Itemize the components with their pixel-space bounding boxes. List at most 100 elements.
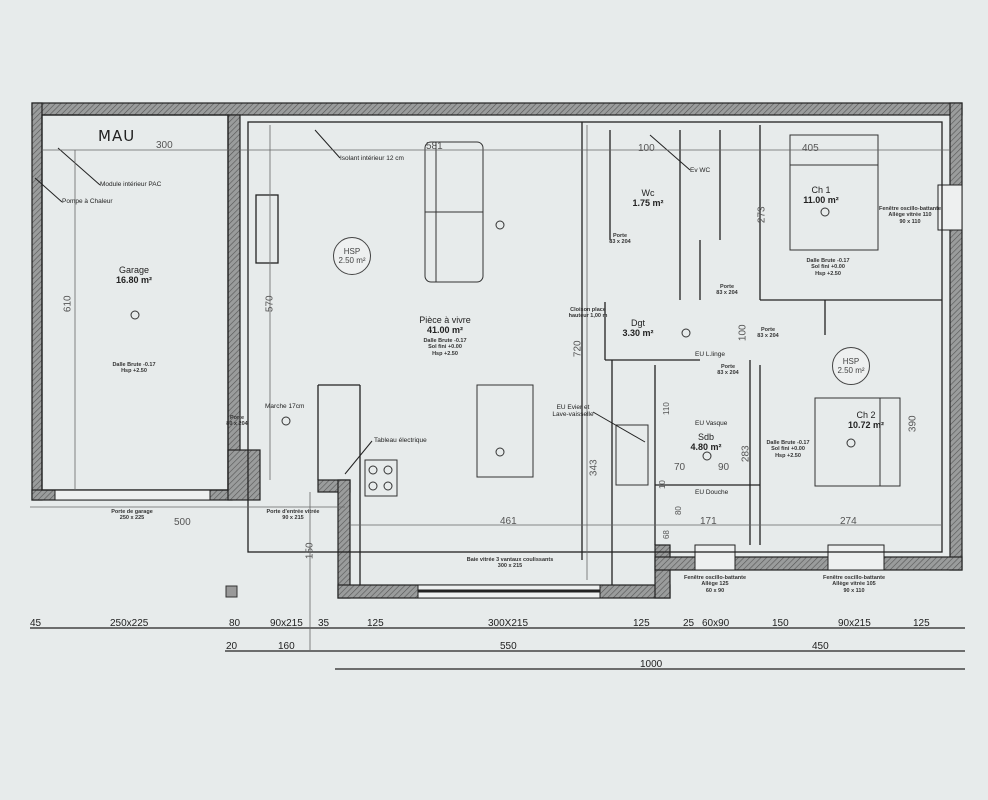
hsp-label: HSP [842, 357, 860, 366]
room-name: Ch 1 [811, 185, 831, 195]
dim-150: 150 [304, 542, 316, 560]
hsp-value: 2.50 m² [338, 256, 366, 265]
note: Sol fini +0.00 [771, 446, 805, 453]
room-area: 41.00 m² [426, 325, 464, 336]
dim-ch2-390: 390 [907, 415, 919, 433]
dim-value: 45 [30, 618, 42, 629]
dim-value: 550 [500, 641, 517, 652]
dim-value: 150 [772, 618, 789, 629]
garage-notes: Dalle Brute -0.17 Hsp +2.50 [112, 362, 155, 375]
room-name: Wc [641, 188, 655, 198]
dim-sdb-80: 80 [673, 506, 683, 516]
room-ch2: Ch 2 10.72 m² [848, 410, 884, 431]
line: Baie vitrée 3 vantaux coulissants [466, 557, 554, 563]
bed-ch1 [789, 134, 879, 251]
annotation-isolant: Isolant intérieur 12 cm [340, 155, 404, 162]
dim-garage-width: 300 [156, 140, 173, 151]
dim-value: 20 [226, 641, 238, 652]
dim-value: 160 [278, 641, 295, 652]
line: 60 x 90 [705, 587, 725, 594]
line: Porte [229, 415, 245, 421]
line: 90 x 110 [843, 587, 865, 594]
room-area: 11.00 m² [803, 195, 839, 206]
note: Hsp +2.50 [815, 270, 841, 277]
furniture [130, 134, 901, 598]
room-area: 4.80 m² [690, 442, 722, 453]
line: EU Evier et [556, 404, 590, 411]
dim-value: 125 [367, 618, 384, 629]
line: 83 x 204 [717, 370, 739, 377]
line: Porte [612, 233, 628, 239]
room-name: Ch 2 [856, 410, 876, 420]
dim-sdb-10: 10 [657, 480, 667, 490]
dim-value: 35 [318, 618, 330, 629]
dim-value: 80 [229, 618, 241, 629]
annotation-marche: Marche 17cm [265, 403, 305, 410]
note: Sol fini +0.00 [428, 344, 462, 351]
dim-value: 125 [633, 618, 650, 629]
dim-value: 450 [812, 641, 829, 652]
room-name: Sdb [697, 432, 714, 442]
room-area: 16.80 m² [115, 275, 153, 286]
dim-500: 500 [174, 517, 191, 528]
dim-461: 461 [500, 516, 517, 527]
handwritten-note: MAU [98, 127, 136, 145]
ch2-notes: Dalle Brute -0.17 Sol fini +0.00 Hsp +2.… [766, 440, 809, 459]
dim-sdb-90: 90 [718, 462, 730, 473]
hsp-badge: HSP 2.50 m² [832, 347, 870, 385]
dim-ch1-273: 273 [756, 206, 768, 224]
dim-sdb-110: 110 [661, 402, 671, 415]
note: Dalle Brute -0.17 [806, 258, 850, 264]
note: Dalle Brute -0.17 [423, 338, 467, 344]
line: Allège vitrée 105 [832, 581, 876, 588]
dim-sdb-283: 283 [740, 445, 752, 463]
dim-value: 60x90 [702, 618, 730, 629]
line: Fenêtre oscillo-battante [683, 575, 747, 581]
room-dgt: Dgt 3.30 m² [622, 318, 653, 339]
cooktop [364, 459, 398, 497]
dimension-lines [30, 627, 965, 670]
bed-ch2 [814, 397, 901, 487]
line: 250 x 225 [119, 515, 145, 522]
dim-value: 125 [913, 618, 930, 629]
line: Porte [720, 364, 736, 370]
dim-wc-100: 100 [638, 143, 655, 154]
room-name: Dgt [630, 318, 645, 328]
annotation-pompe-chaleur: Pompe à Chaleur [62, 198, 113, 205]
annotation-tableau: Tableau électrique [374, 437, 427, 444]
room-garage: Garage 16.80 m² [116, 265, 152, 286]
dim-garage-height: 610 [62, 295, 74, 313]
dim-living-height: 570 [264, 295, 276, 313]
note: Hsp +2.50 [121, 368, 147, 375]
leader-lines [34, 129, 691, 475]
line: Porte [719, 284, 735, 290]
room-ch1: Ch 1 11.00 m² [803, 185, 839, 206]
dining-table [476, 384, 534, 478]
annotation-cloison: Cloison place hauteur 1,00 m [569, 307, 608, 320]
dim-ch2-274: 274 [840, 516, 857, 527]
note: Dalle Brute -0.17 [766, 440, 810, 446]
sink [615, 424, 649, 486]
dim-value: 250x225 [110, 618, 149, 629]
dim-value: 90x215 [270, 618, 303, 629]
hsp-badge: HSP 2.50 m² [333, 237, 371, 275]
line: Fenêtre oscillo-battante [822, 575, 886, 581]
ch1-notes: Dalle Brute -0.17 Sol fini +0.00 Hsp +2.… [806, 258, 849, 277]
line: hauteur 1,00 m [568, 313, 608, 320]
line: 80 x 204 [226, 421, 248, 428]
dim-value: 300X215 [488, 618, 529, 629]
dim-dgt-100: 100 [737, 324, 749, 342]
dim-value: 25 [683, 618, 695, 629]
line: Porte [760, 327, 776, 333]
line: 90 x 110 [899, 218, 921, 225]
room-sdb: Sdb 4.80 m² [690, 432, 721, 453]
line: 83 x 204 [716, 290, 738, 297]
